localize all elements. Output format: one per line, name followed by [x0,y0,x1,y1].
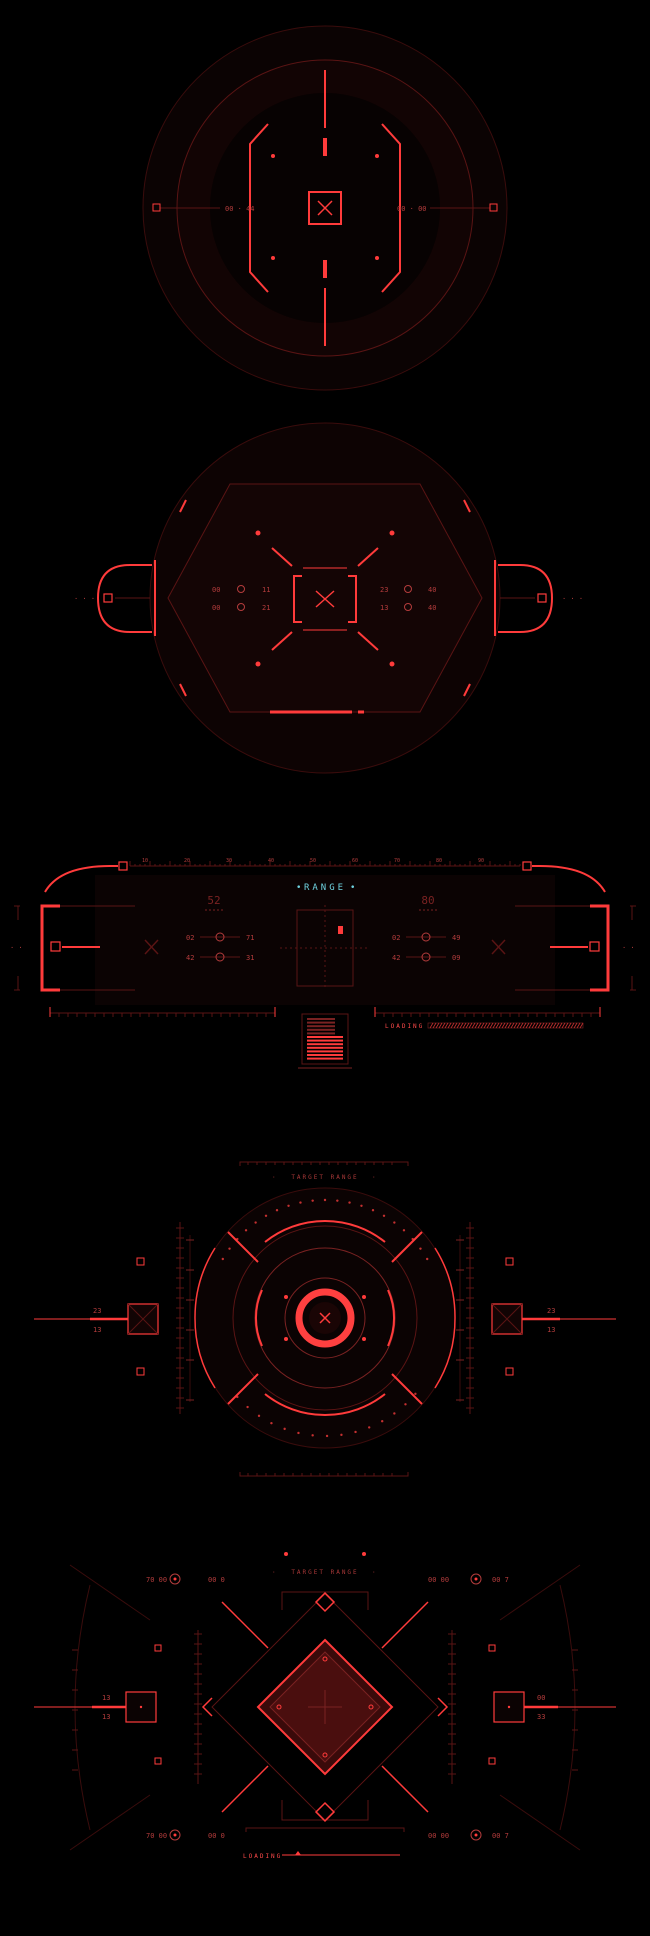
svg-text:13: 13 [102,1694,110,1702]
svg-text:00 00: 00 00 [428,1576,449,1584]
left-wing-marker [103,593,113,603]
svg-text:31: 31 [246,954,254,962]
svg-text:00: 00 [537,1694,545,1702]
left-square-marker [152,203,161,212]
svg-text:42: 42 [392,954,400,962]
svg-text:·: · [372,1174,378,1181]
svg-text:•: • [296,883,304,893]
svg-text:02: 02 [186,934,194,942]
hud-target-range: TARGET RANGE · · 23 13 23 13 [34,1161,616,1477]
left-readout: 00 · 44 [225,205,255,213]
diamond-target-range-title: TARGET RANGE [291,1569,358,1576]
right-big-bracket [590,904,610,992]
hud-diamond: TARGET RANGE · · 70 00 00 0 00 00 00 7 70… [34,1552,616,1860]
hud-hexagon: · · · · · · 00 11 00 21 23 40 13 40 [74,422,583,774]
svg-text:23: 23 [380,586,388,594]
right-square-marker [489,203,498,212]
scale-tick-label: 60 [352,858,358,864]
left-big-bracket [40,904,60,992]
svg-text:00 0: 00 0 [208,1576,225,1584]
scale-tick-label: 20 [184,858,190,864]
svg-text:42: 42 [186,954,194,962]
scale-tick-label: 80 [436,858,442,864]
svg-text:00: 00 [212,586,220,594]
range-title: RANGE [304,883,346,893]
svg-text:·: · [372,1569,378,1576]
left-x-icon [144,939,159,955]
scale-tick-label: 70 [394,858,400,864]
diamond-loading-label: LOADING [243,1853,282,1860]
svg-text:33: 33 [537,1713,545,1721]
svg-text:70 00: 70 00 [146,1832,167,1840]
svg-text:·: · [272,1174,278,1181]
loading-bar [427,1022,584,1029]
target-range-title: TARGET RANGE [291,1174,358,1181]
left-wing [96,564,152,633]
svg-text:70 00: 70 00 [146,1576,167,1584]
svg-text:80: 80 [421,894,434,907]
svg-text:23: 23 [93,1307,101,1315]
svg-text:00 00: 00 00 [428,1832,449,1840]
svg-text:13: 13 [380,604,388,612]
svg-text:· · ·: · · · [74,595,95,603]
svg-text:13: 13 [547,1326,555,1334]
svg-text:40: 40 [428,604,436,612]
svg-text:13: 13 [102,1713,110,1721]
svg-text:11: 11 [262,586,270,594]
hud-range-panel: 10 20 30 40 50 60 70 80 90 RANGE • • · · · · 52 80… [10,858,636,1069]
equalizer-bars [298,1013,352,1069]
scale-tick-label: 30 [226,858,232,864]
scale-tick-label: 10 [142,858,148,864]
loading-label: LOADING [385,1023,424,1030]
scale-tick-label: 40 [268,858,274,864]
center-target-box [308,191,342,225]
center-x-icon [317,200,333,216]
svg-text:· · ·: · · · [562,595,583,603]
svg-text:52: 52 [207,894,220,907]
hex-center-x-icon [315,590,335,608]
target-bullseye-ring [295,1288,355,1348]
scale-tick-label: 90 [478,858,484,864]
svg-text:00 7: 00 7 [492,1576,509,1584]
svg-text:23: 23 [547,1307,555,1315]
svg-text:· ·: · · [10,944,23,952]
target-x-icon [319,1312,331,1324]
svg-text:· ·: · · [622,944,635,952]
svg-text:40: 40 [428,586,436,594]
svg-text:21: 21 [262,604,270,612]
top-scale-ticks: 10 20 30 40 50 60 70 80 90 [129,858,521,866]
svg-text:13: 13 [93,1326,101,1334]
svg-text:09: 09 [452,954,460,962]
right-x-icon [491,939,506,955]
scale-tick-label: 50 [310,858,316,864]
left-bracket [249,123,269,293]
svg-text:71: 71 [246,934,254,942]
svg-text:00: 00 [212,604,220,612]
svg-text:•: • [350,883,358,893]
hud-circular-crosshair: 00 · 44 00 · 00 [142,25,508,391]
svg-text:00 7: 00 7 [492,1832,509,1840]
svg-text:02: 02 [392,934,400,942]
right-wing [498,564,554,633]
svg-text:·: · [272,1569,278,1576]
right-wing-marker [537,593,547,603]
right-bracket [381,123,401,293]
svg-text:49: 49 [452,934,460,942]
right-readout: 00 · 00 [397,205,427,213]
svg-text:00 0: 00 0 [208,1832,225,1840]
